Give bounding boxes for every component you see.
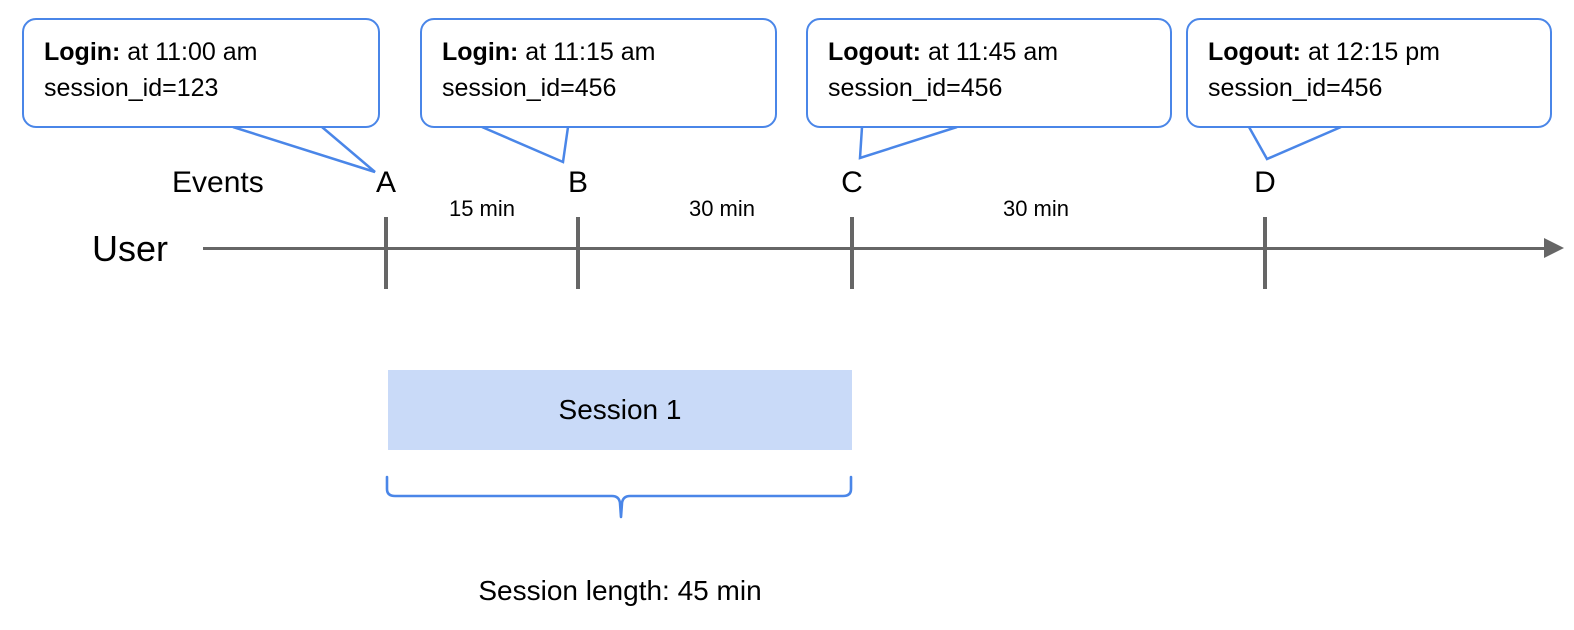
- interval-label-bc: 30 min: [688, 196, 756, 221]
- callout-c-line1: Logout: at 11:45 am: [828, 34, 1152, 70]
- callout-b-time: at 11:15 am: [518, 38, 656, 66]
- callout-bubble-a: Login: at 11:00 am session_id=123: [22, 18, 380, 128]
- interval-label-ab: 15 min: [448, 196, 516, 221]
- callout-d-line1: Logout: at 12:15 pm: [1208, 34, 1532, 70]
- timeline-axis: [203, 247, 1550, 250]
- callout-tail-c-icon: [858, 125, 958, 160]
- tick-mark-b: [576, 217, 580, 289]
- callout-tail-d-icon: [1247, 125, 1342, 161]
- callout-d-line2: session_id=456: [1208, 74, 1383, 102]
- callout-c-lead: Logout:: [828, 38, 922, 66]
- event-letter-d: D: [1254, 166, 1276, 199]
- callout-a-lead: Login:: [44, 38, 121, 66]
- callout-a-line2: session_id=123: [44, 74, 219, 102]
- interval-label-cd: 30 min: [1002, 196, 1070, 221]
- session-length-caption: Session length: 45 min: [478, 575, 762, 606]
- callout-bubble-b: Login: at 11:15 am session_id=456: [420, 18, 777, 128]
- event-letter-c: C: [841, 166, 863, 199]
- callout-b-line2: session_id=456: [442, 74, 617, 102]
- callout-c-line2: session_id=456: [828, 74, 1003, 102]
- user-row-label: User: [92, 228, 169, 269]
- session-brace-icon: [385, 475, 853, 519]
- tick-mark-a: [384, 217, 388, 289]
- tick-mark-d: [1263, 217, 1267, 289]
- callout-b-line1: Login: at 11:15 am: [442, 34, 757, 70]
- callout-a-line1: Login: at 11:00 am: [44, 34, 360, 70]
- callout-d-time: at 12:15 pm: [1301, 38, 1440, 66]
- callout-bubble-c: Logout: at 11:45 am session_id=456: [806, 18, 1172, 128]
- callout-bubble-d: Logout: at 12:15 pm session_id=456: [1186, 18, 1552, 128]
- event-letter-a: A: [375, 166, 397, 199]
- session-bar: Session 1: [388, 370, 852, 450]
- callout-c-time: at 11:45 am: [921, 38, 1059, 66]
- callout-d-lead: Logout:: [1208, 38, 1302, 66]
- tick-mark-c: [850, 217, 854, 289]
- event-letter-b: B: [567, 166, 589, 199]
- callout-b-lead: Login:: [442, 38, 519, 66]
- events-row-label: Events: [172, 166, 264, 199]
- callout-a-time: at 11:00 am: [120, 38, 258, 66]
- callout-tail-b-icon: [481, 125, 570, 164]
- session-bar-label: Session 1: [558, 394, 682, 425]
- timeline-arrow-icon: [1544, 238, 1564, 258]
